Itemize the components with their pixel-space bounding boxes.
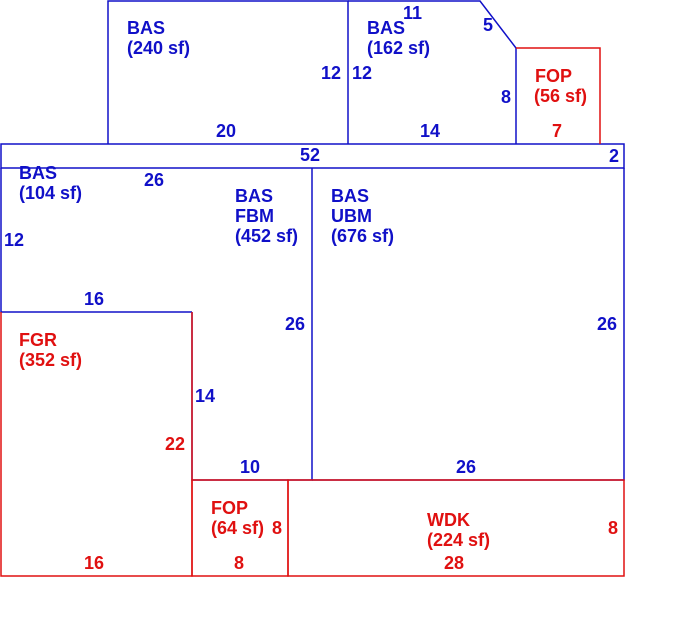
dim-26-bottom: 26 [456, 457, 476, 477]
bas-104-name: BAS [19, 163, 57, 183]
dim-14-top: 14 [420, 121, 440, 141]
dim-26-right: 26 [597, 314, 617, 334]
wdk-name: WDK [427, 510, 470, 530]
bas-240-name: BAS [127, 18, 165, 38]
dim-8-fop64: 8 [272, 518, 282, 538]
wdk-area: (224 sf) [427, 530, 490, 550]
dim-16-bottom: 16 [84, 553, 104, 573]
bas-fbm-sub: FBM [235, 206, 274, 226]
dim-14-mid: 14 [195, 386, 215, 406]
fgr-outline [0, 312, 193, 577]
dim-5: 5 [483, 15, 493, 35]
bas-fbm-name: BAS [235, 186, 273, 206]
dim-52: 52 [300, 145, 320, 165]
dim-12-side: 12 [4, 230, 24, 250]
dim-12-right: 12 [352, 63, 372, 83]
dim-12-left: 12 [321, 63, 341, 83]
dim-26-fbm: 26 [285, 314, 305, 334]
bas-240-area: (240 sf) [127, 38, 190, 58]
dim-22: 22 [165, 434, 185, 454]
dim-2: 2 [609, 146, 619, 166]
dim-28: 28 [444, 553, 464, 573]
dim-26-top: 26 [144, 170, 164, 190]
fop-64-area: (64 sf) [211, 518, 264, 538]
fgr-area: (352 sf) [19, 350, 82, 370]
bas-ubm-name: BAS [331, 186, 369, 206]
dim-20: 20 [216, 121, 236, 141]
dim-8-wdk: 8 [608, 518, 618, 538]
bas-162-area: (162 sf) [367, 38, 430, 58]
dim-8-bottom: 8 [234, 553, 244, 573]
dim-10: 10 [240, 457, 260, 477]
bas-162-outline [348, 0, 517, 144]
bas-fbm-area: (452 sf) [235, 226, 298, 246]
dim-8-fop: 8 [501, 87, 511, 107]
bas-ubm-sub: UBM [331, 206, 372, 226]
dim-16-mid: 16 [84, 289, 104, 309]
fop-56-name: FOP [535, 66, 572, 86]
dim-7: 7 [552, 121, 562, 141]
fop-56-outline [516, 47, 601, 144]
fgr-name: FGR [19, 330, 57, 350]
bas-104-area: (104 sf) [19, 183, 82, 203]
fop-56-area: (56 sf) [534, 86, 587, 106]
wdk-outline [287, 479, 625, 577]
bas-162-name: BAS [367, 18, 405, 38]
bas-240-outline [107, 0, 349, 144]
bas-ubm-area: (676 sf) [331, 226, 394, 246]
dim-11: 11 [403, 3, 422, 23]
fop-64-name: FOP [211, 498, 248, 518]
